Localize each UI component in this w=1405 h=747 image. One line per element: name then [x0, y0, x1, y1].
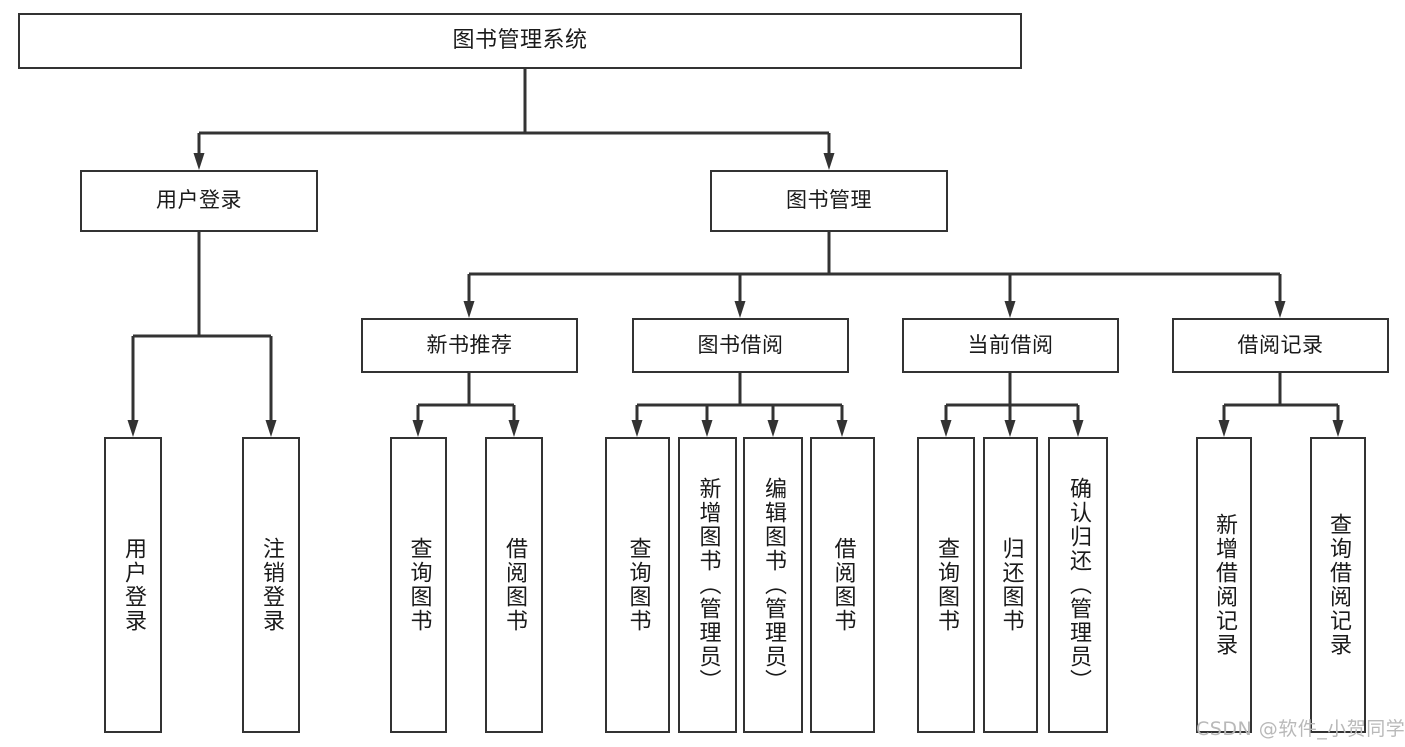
node-root[interactable]: 图书管理系统 — [18, 13, 1022, 69]
node-label-leaf-return-book: 归还图书 — [998, 537, 1024, 633]
node-label-user-login: 用户登录 — [156, 188, 242, 213]
node-label-new-book-rec: 新书推荐 — [426, 332, 513, 357]
node-leaf-add-record[interactable]: 新增借阅记录 — [1196, 437, 1252, 733]
node-leaf-query-book-1[interactable]: 查询图书 — [390, 437, 447, 733]
node-label-leaf-user-login: 用户登录 — [121, 537, 146, 633]
node-label-leaf-query-book-3: 查询图书 — [934, 537, 959, 633]
node-leaf-query-record[interactable]: 查询借阅记录 — [1310, 437, 1366, 733]
node-leaf-confirm-ret[interactable]: 确认归还（管理员） — [1048, 437, 1108, 733]
node-leaf-edit-book[interactable]: 编辑图书（管理员） — [743, 437, 803, 733]
node-label-root: 图书管理系统 — [452, 27, 588, 53]
node-label-borrow-record: 借阅记录 — [1237, 332, 1324, 357]
csdn-watermark: CSDN @软件_小贺同学 — [1196, 718, 1405, 740]
node-leaf-borrow-book-2[interactable]: 借阅图书 — [810, 437, 875, 733]
node-label-leaf-add-book: 新增图书（管理员） — [695, 477, 721, 693]
node-label-leaf-edit-book: 编辑图书（管理员） — [761, 477, 786, 693]
node-book-manage[interactable]: 图书管理 — [710, 170, 948, 232]
node-label-leaf-query-book-1: 查询图书 — [406, 537, 432, 633]
node-new-book-rec[interactable]: 新书推荐 — [361, 318, 578, 373]
node-current-borrow[interactable]: 当前借阅 — [902, 318, 1119, 373]
node-label-current-borrow: 当前借阅 — [967, 332, 1054, 357]
node-label-book-borrow: 图书借阅 — [697, 332, 784, 357]
node-leaf-user-login[interactable]: 用户登录 — [104, 437, 162, 733]
node-label-leaf-query-record: 查询借阅记录 — [1326, 513, 1351, 657]
node-label-leaf-borrow-book-2: 借阅图书 — [830, 537, 856, 633]
node-borrow-record[interactable]: 借阅记录 — [1172, 318, 1389, 373]
node-label-leaf-borrow-book-1: 借阅图书 — [502, 537, 527, 633]
node-book-borrow[interactable]: 图书借阅 — [632, 318, 849, 373]
node-leaf-logout[interactable]: 注销登录 — [242, 437, 300, 733]
node-label-leaf-query-book-2: 查询图书 — [625, 537, 651, 633]
node-leaf-query-book-2[interactable]: 查询图书 — [605, 437, 670, 733]
node-label-leaf-confirm-ret: 确认归还（管理员） — [1066, 477, 1091, 693]
node-label-book-manage: 图书管理 — [786, 188, 872, 213]
node-label-leaf-add-record: 新增借阅记录 — [1212, 513, 1237, 657]
node-leaf-borrow-book-1[interactable]: 借阅图书 — [485, 437, 543, 733]
node-user-login[interactable]: 用户登录 — [80, 170, 318, 232]
node-label-leaf-logout: 注销登录 — [259, 537, 284, 633]
node-leaf-query-book-3[interactable]: 查询图书 — [917, 437, 975, 733]
node-leaf-add-book[interactable]: 新增图书（管理员） — [678, 437, 737, 733]
node-leaf-return-book[interactable]: 归还图书 — [983, 437, 1038, 733]
